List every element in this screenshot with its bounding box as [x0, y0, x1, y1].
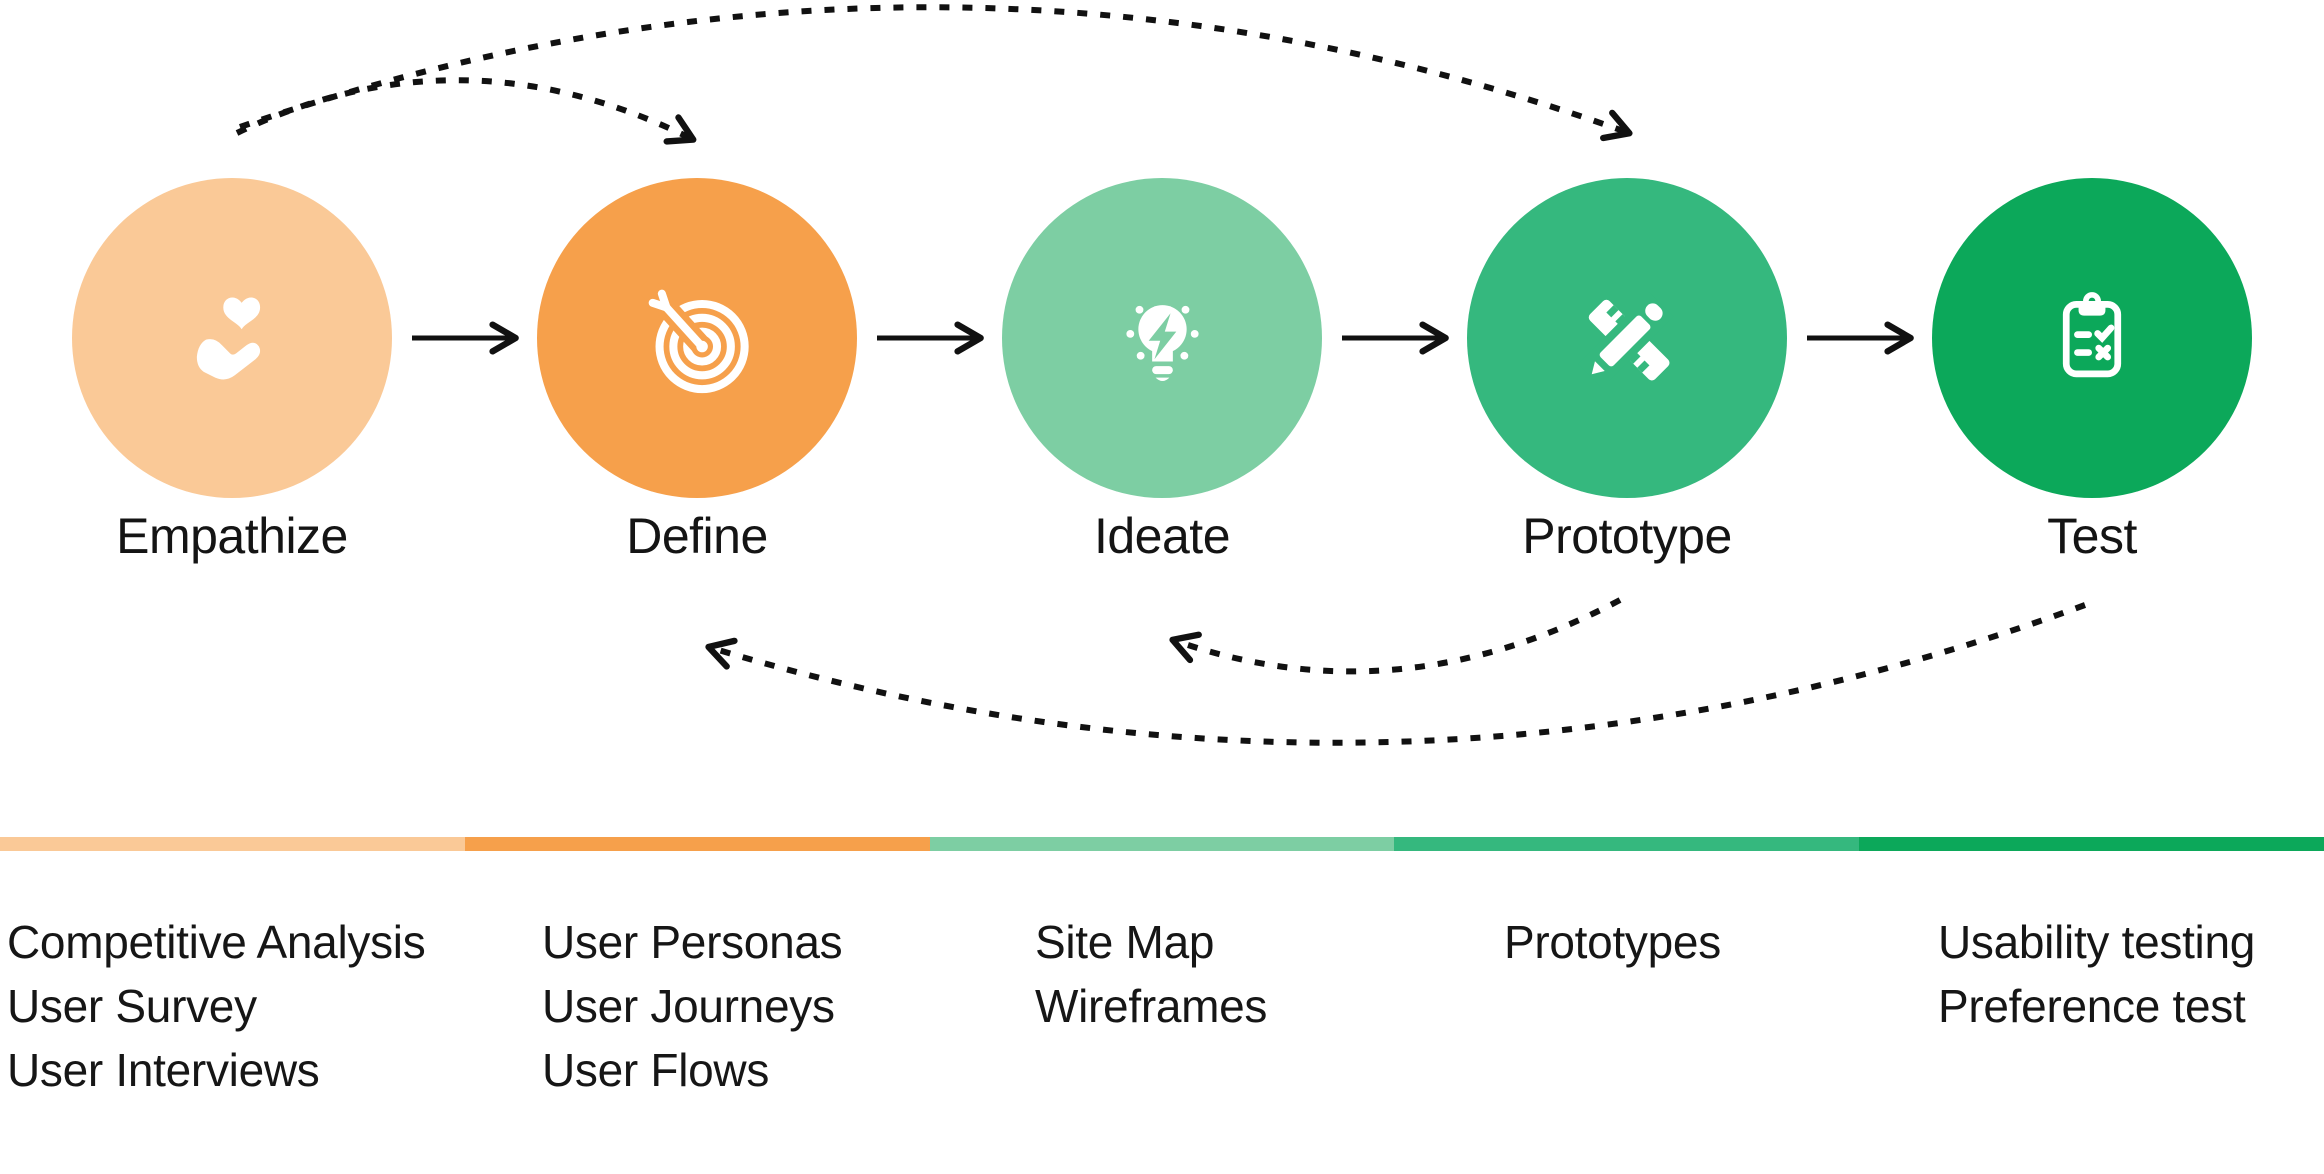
tool-item: Preference test	[1938, 980, 2246, 1032]
bar-segment-ideate	[929, 837, 1395, 851]
arc-empathize-to-prototype	[239, 4, 1633, 142]
tool-item: User Personas	[542, 916, 843, 968]
stage-circle-ideate	[1002, 178, 1322, 498]
tools-list-prototype: Prototypes	[1504, 910, 1721, 974]
bar-segment-test	[1859, 837, 2324, 851]
tool-item: Wireframes	[1035, 980, 1268, 1032]
stage-circle-empathize	[72, 178, 392, 498]
tool-item: Usability testing	[1938, 916, 2256, 968]
arc-test-to-define	[705, 602, 2087, 746]
tools-list-empathize: Competitive Analysis User Survey User In…	[7, 910, 426, 1102]
stage-circle-prototype	[1467, 178, 1787, 498]
tool-item: Site Map	[1035, 916, 1215, 968]
stage-label-prototype: Prototype	[1522, 508, 1732, 564]
arc-empathize-to-define	[235, 77, 697, 145]
tool-item: User Interviews	[7, 1044, 320, 1096]
tools-list-define: User Personas User Journeys User Flows	[542, 910, 843, 1102]
clipboard-check-icon	[2062, 292, 2122, 378]
stage-label-test: Test	[2047, 508, 2137, 564]
arc-prototype-to-ideate	[1169, 597, 1622, 675]
tool-item: User Flows	[542, 1044, 770, 1096]
stage-label-empathize: Empathize	[116, 508, 348, 564]
bar-segment-prototype	[1394, 837, 1860, 851]
stage-label-ideate: Ideate	[1093, 508, 1231, 564]
bar-segment-define	[464, 837, 930, 851]
tools-list-test: Usability testing Preference test	[1938, 910, 2255, 1038]
stage-circle-test	[1932, 178, 2252, 498]
tool-item: Competitive Analysis	[7, 916, 426, 968]
tool-item: Prototypes	[1504, 916, 1721, 968]
stage-circle-define	[537, 178, 857, 498]
tool-item: User Journeys	[542, 980, 835, 1032]
bar-segment-empathize	[0, 837, 465, 851]
lightbulb-bolt-icon	[1125, 304, 1199, 381]
target-dart-icon	[639, 280, 749, 393]
stage-label-define: Define	[626, 508, 768, 564]
tool-item: User Survey	[7, 980, 257, 1032]
hand-holding-heart-icon	[196, 297, 260, 379]
stage-color-bar	[0, 837, 2324, 851]
pencil-ruler-icon	[1577, 291, 1674, 388]
tools-list-ideate: Site Map Wireframes	[1035, 910, 1267, 1038]
